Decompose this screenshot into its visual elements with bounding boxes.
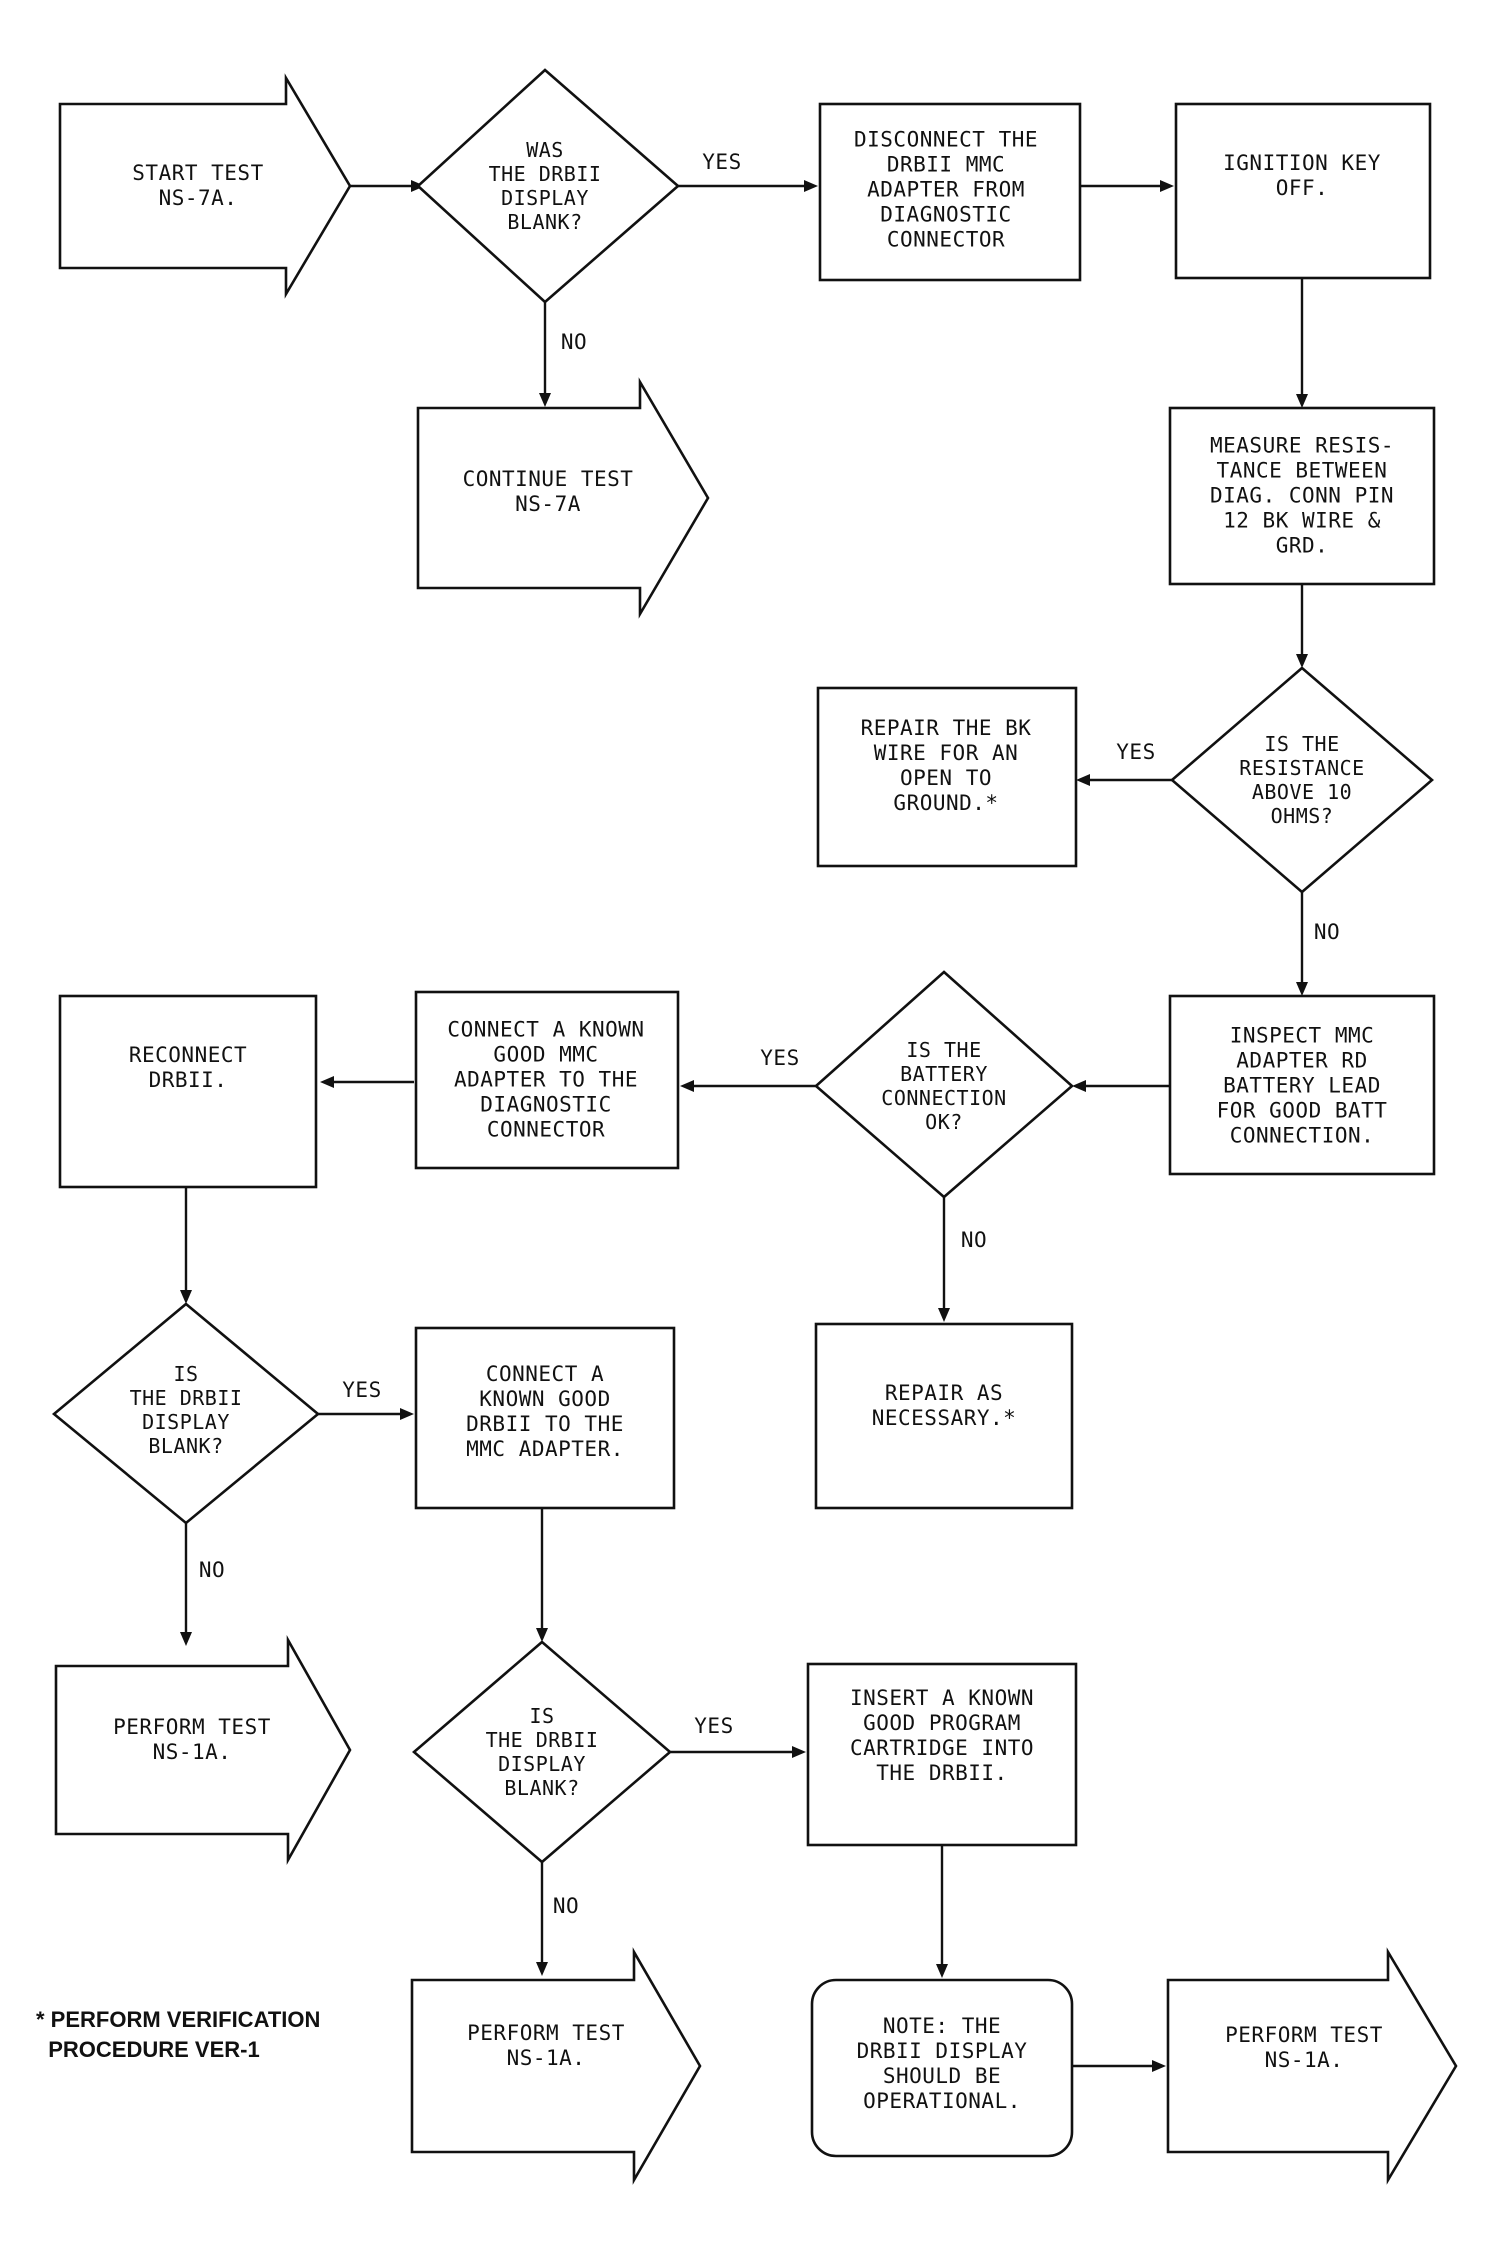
q3-label: IS THE DRBII DISPLAY BLANK?	[485, 1704, 599, 1800]
connectors	[180, 180, 1308, 2072]
perform-1-arrow-shape	[54, 1635, 352, 1865]
connect-mmc-label: CONNECT A KNOWN GOOD MMC ADAPTER TO THE …	[447, 1017, 645, 1142]
reconnect-label: RECONNECT DRBII.	[128, 1043, 248, 1092]
perform-2-label: PERFORM TEST NS-1A.	[467, 2021, 625, 2070]
qb-label: IS THE BATTERY CONNECTION OK?	[881, 1038, 1007, 1134]
start-arrow-shape	[58, 73, 352, 299]
q1-diamond-shape	[416, 68, 680, 304]
reconnect-box-shape	[58, 994, 318, 1189]
shapes	[51, 68, 1458, 2185]
q2-no-label: NO	[198, 1558, 226, 1582]
inspect-label: INSPECT MMC ADAPTER RD BATTERY LEAD FOR …	[1216, 1023, 1388, 1148]
q2-yes-label: YES	[342, 1378, 382, 1402]
qr-no-label: NO	[1313, 920, 1341, 944]
qb-diamond-shape	[814, 970, 1074, 1199]
q1-yes-label: YES	[702, 150, 742, 174]
perform-3-label: PERFORM TEST NS-1A.	[1225, 2023, 1383, 2072]
insert-box-shape	[806, 1662, 1078, 1847]
measure-box-shape	[1168, 406, 1436, 586]
qr-label: IS THE RESISTANCE ABOVE 10 OHMS?	[1239, 732, 1365, 828]
q2-diamond-shape	[51, 1302, 321, 1525]
perform-1-label: PERFORM TEST NS-1A.	[113, 1715, 271, 1764]
connect-mmc-box-shape	[414, 990, 680, 1170]
repair-bk-label: REPAIR THE BK WIRE FOR AN OPEN TO GROUND…	[860, 716, 1032, 815]
qr-diamond-shape	[1170, 666, 1434, 894]
measure-label: MEASURE RESIS- TANCE BETWEEN DIAG. CONN …	[1209, 433, 1395, 558]
ignition-label: IGNITION KEY OFF.	[1223, 151, 1381, 200]
q2-label: IS THE DRBII DISPLAY BLANK?	[129, 1362, 243, 1458]
repair-nec-label: REPAIR AS NECESSARY.*	[871, 1381, 1017, 1430]
qb-yes-label: YES	[760, 1046, 800, 1070]
perform-2-arrow-shape	[410, 1947, 702, 2185]
footnote: * PERFORM VERIFICATION PROCEDURE VER-1	[36, 2007, 321, 2062]
note-label: NOTE: THE DRBII DISPLAY SHOULD BE OPERAT…	[856, 2014, 1028, 2113]
inspect-box-shape	[1168, 994, 1436, 1176]
connect-drb-box-shape	[414, 1326, 676, 1510]
insert-label: INSERT A KNOWN GOOD PROGRAM CARTRIDGE IN…	[849, 1686, 1035, 1785]
q1-no-label: NO	[560, 330, 588, 354]
disconnect-label: DISCONNECT THE DRBII MMC ADAPTER FROM DI…	[853, 127, 1039, 252]
note-rounded-box-shape	[810, 1978, 1074, 2158]
perform-3-arrow-shape	[1166, 1947, 1458, 2185]
qr-yes-label: YES	[1116, 740, 1156, 764]
q3-no-label: NO	[552, 1894, 580, 1918]
qb-no-label: NO	[960, 1228, 988, 1252]
connect-drb-label: CONNECT A KNOWN GOOD DRBII TO THE MMC AD…	[466, 1362, 624, 1461]
q3-diamond-shape	[412, 1640, 672, 1864]
continue-arrow-shape	[416, 377, 710, 619]
continue-label: CONTINUE TEST NS-7A	[462, 467, 634, 516]
ignition-box-shape	[1174, 102, 1432, 280]
q1-label: WAS THE DRBII DISPLAY BLANK?	[488, 138, 602, 234]
q3-yes-label: YES	[694, 1714, 734, 1738]
repair-nec-box-shape	[814, 1322, 1074, 1510]
start-label: START TEST NS-7A.	[132, 161, 264, 210]
repair-bk-box-shape	[816, 686, 1078, 868]
disconnect-box-shape	[818, 102, 1082, 282]
